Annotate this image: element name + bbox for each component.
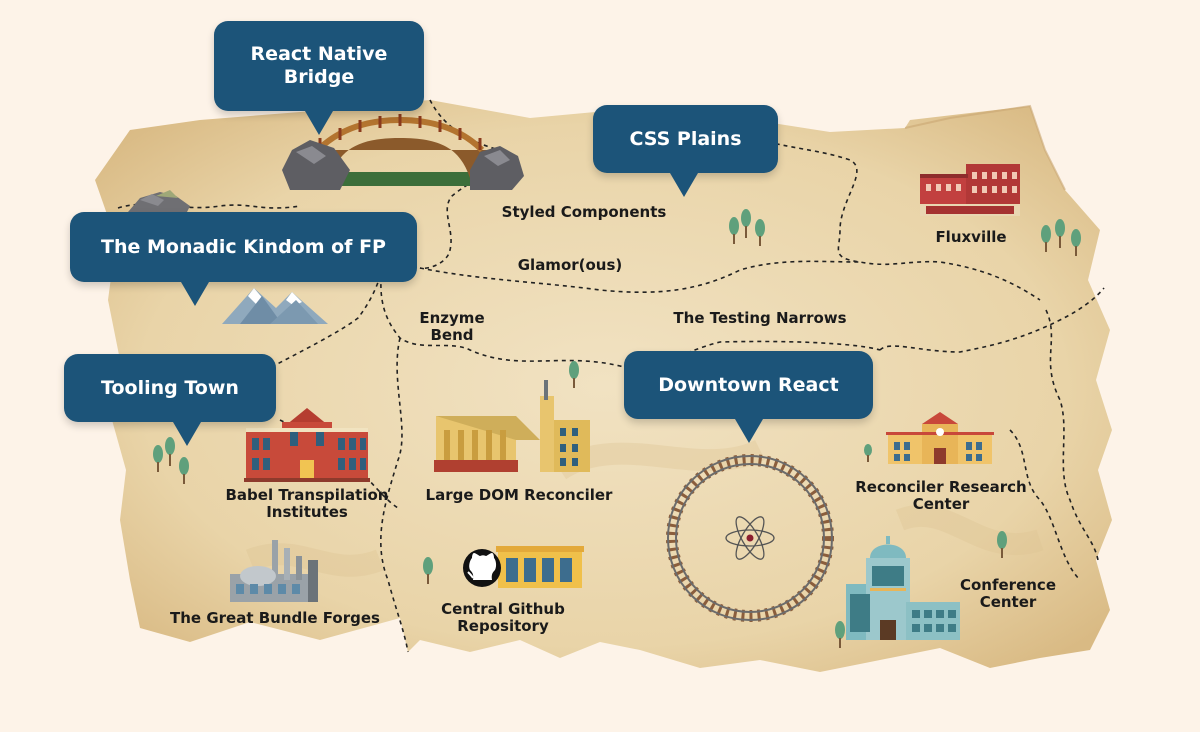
place-large-dom-reconciler[interactable]: Large DOM Reconciler — [420, 487, 618, 504]
region-borders — [117, 99, 1105, 653]
rocks-icon — [128, 190, 190, 214]
place-name: Large DOM Reconciler — [425, 486, 613, 504]
place-name-line: Bend — [430, 326, 474, 344]
region-monadic-kindom[interactable]: The Monadic Kindom of FP — [70, 212, 417, 282]
research-building-icon — [886, 412, 994, 464]
place-testing-narrows[interactable]: The Testing Narrows — [670, 310, 850, 327]
mill-building-icon — [434, 380, 590, 472]
place-styled-components[interactable]: Styled Components — [500, 204, 668, 221]
region-name: The Monadic Kindom of FP — [101, 235, 386, 258]
bridge-icon — [282, 114, 524, 190]
region-name: Downtown React — [658, 373, 839, 396]
place-name-line: Conference — [959, 576, 1056, 594]
place-name-line: Central Github — [441, 600, 565, 618]
place-enzyme-bend[interactable]: Enzyme Bend — [410, 310, 494, 344]
place-name: The Great Bundle Forges — [170, 609, 380, 627]
region-css-plains[interactable]: CSS Plains — [593, 105, 778, 173]
place-name-line: Institutes — [266, 503, 348, 521]
place-conference-center[interactable]: Conference Center — [950, 577, 1066, 611]
place-name-line: Center — [912, 495, 970, 513]
place-name: Fluxville — [935, 228, 1007, 246]
place-name-line: Center — [979, 593, 1037, 611]
place-great-bundle-forges[interactable]: The Great Bundle Forges — [164, 610, 386, 627]
warehouse-icon — [496, 546, 584, 588]
place-reconciler-research-center[interactable]: Reconciler Research Center — [850, 479, 1032, 513]
place-name-line: Enzyme — [419, 309, 485, 327]
place-name: The Testing Narrows — [673, 309, 847, 327]
github-icon — [463, 549, 501, 587]
brick-building-icon — [920, 164, 1020, 216]
factory-icon — [230, 540, 318, 602]
place-fluxville[interactable]: Fluxville — [926, 229, 1016, 246]
region-tooling-town[interactable]: Tooling Town — [64, 354, 276, 422]
place-name-line: Repository — [457, 617, 549, 635]
place-name: Glamor(ous) — [517, 256, 623, 274]
region-name-line: Bridge — [283, 66, 355, 88]
trees-icon — [153, 209, 1081, 648]
railway-loop-icon — [666, 454, 834, 622]
region-name: CSS Plains — [629, 127, 742, 150]
place-name: Styled Components — [501, 203, 667, 221]
place-babel-institutes[interactable]: Babel Transpilation Institutes — [220, 487, 394, 521]
place-central-github-repository[interactable]: Central Github Repository — [436, 601, 570, 635]
region-name-line: React Native — [250, 43, 388, 65]
region-downtown-react[interactable]: Downtown React — [624, 351, 873, 419]
conference-building-icon — [846, 536, 960, 640]
place-name-line: Babel Transpilation — [225, 486, 389, 504]
school-building-icon — [244, 408, 370, 482]
mountains-icon — [222, 288, 328, 324]
region-name: Tooling Town — [101, 376, 239, 399]
place-glamorous[interactable]: Glamor(ous) — [510, 257, 630, 274]
atom-icon — [725, 516, 775, 560]
place-name-line: Reconciler Research — [855, 478, 1027, 496]
